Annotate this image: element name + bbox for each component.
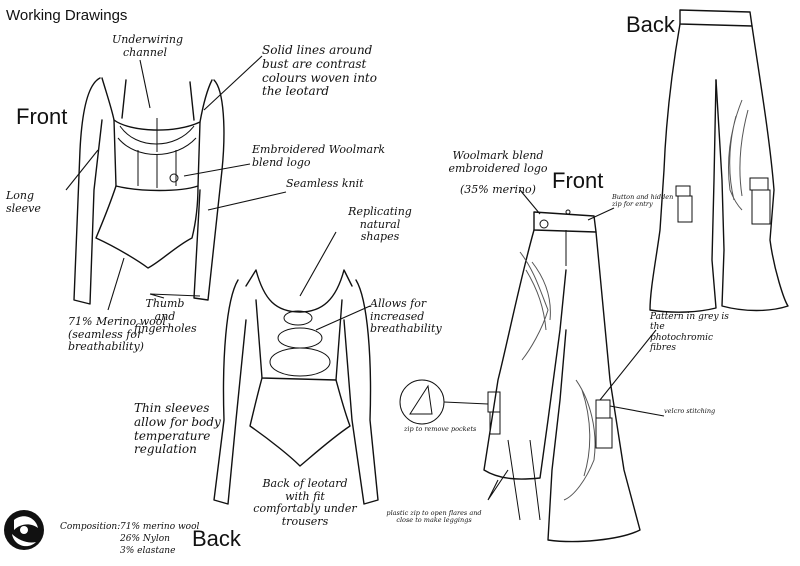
woolmark-logo-icon [4, 510, 44, 550]
zip-pockets-note: zip to remove pockets [404, 425, 477, 433]
solid-lines-note: Solid lines around bust are contrast col… [262, 43, 377, 99]
composition-heading: Composition: [60, 522, 121, 532]
composition-line-2: 26% Nylon [120, 534, 170, 544]
composition-line-3: 3% elastane [120, 546, 176, 556]
back-leotard-drawing [213, 269, 379, 505]
replicating-shapes-note: Replicating natural shapes [348, 205, 412, 244]
woolmark-logo-note: Embroidered Woolmark blend logo [252, 143, 385, 169]
merino-note: 71% Merino wool (seamless for breathabil… [68, 315, 166, 354]
thin-sleeves-note: Thin sleeves allow for body temperature … [134, 401, 221, 457]
trousers-front-label: Front [552, 168, 604, 193]
leader-lines [65, 55, 665, 501]
leotard-front-label: Front [16, 104, 68, 129]
woolmark-percent-note: (35% merino) [460, 183, 536, 196]
woolmark-trousers-note: Woolmark blend embroidered logo [448, 149, 548, 175]
front-leotard-drawing [73, 77, 225, 305]
thumb-holes-note: Thumb and fingerholes [134, 297, 197, 336]
underwiring-note: Underwiring channel [112, 33, 184, 59]
back-leotard-note: Back of leotard with fit comfortably und… [253, 477, 357, 528]
back-trousers-drawing [649, 9, 789, 313]
page-title: Working Drawings [6, 7, 128, 24]
photochromic-note: Pattern in grey is the photochromic fibr… [650, 312, 729, 354]
seamless-knit-note: Seamless knit [286, 177, 364, 190]
front-trousers-drawing [483, 209, 641, 543]
breathability-note: Allows for increased breathability [370, 297, 442, 336]
long-sleeve-note: Long sleeve [6, 189, 41, 215]
velcro-note: velcro stitching [664, 407, 716, 415]
plastic-zip-note: plastic zip to open flares and close to … [386, 509, 482, 525]
leotard-back-label: Back [192, 526, 241, 551]
trousers-back-label: Back [626, 12, 675, 37]
zip-detail-callout [399, 379, 489, 425]
button-zip-note: Button and hidden zip for entry [612, 193, 674, 209]
composition-line-1: 71% merino wool [120, 522, 200, 532]
